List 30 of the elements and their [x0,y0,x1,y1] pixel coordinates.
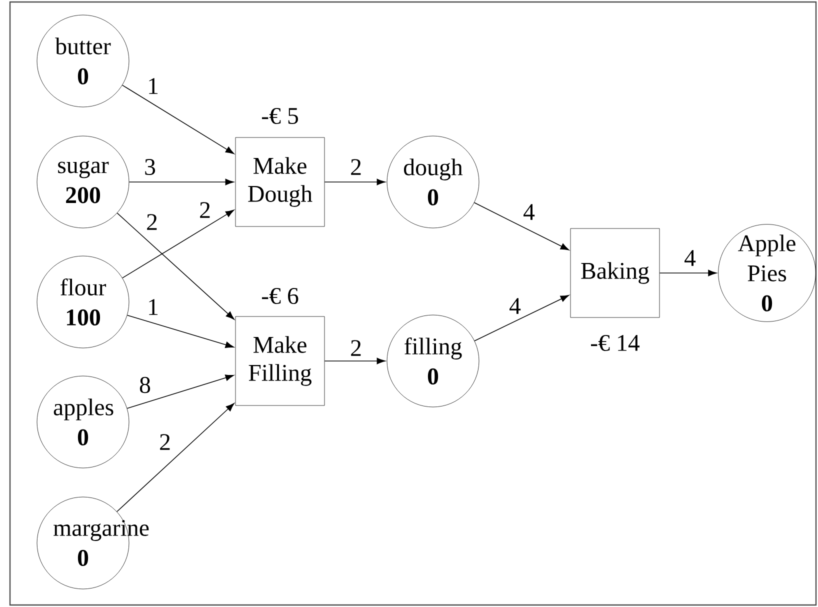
arrow [126,374,234,409]
edge-label: 2 [145,213,159,231]
process-box: Baking [570,228,660,318]
cost-label: -€ 5 [262,108,298,124]
process-box: Make Filling [235,316,325,406]
arrow [474,202,570,250]
edge-label: 2 [158,433,172,451]
edge-label: 4 [522,203,536,221]
edge-label: 4 [508,297,522,315]
edge-label: 3 [143,158,157,176]
arrow [128,178,234,186]
arrow [324,178,386,186]
arrow [116,212,234,320]
arrow [116,403,234,512]
edge-label: 1 [146,298,160,316]
arrow [126,314,234,348]
arrow [474,294,570,342]
cost-label: -€ 6 [262,288,298,304]
arrow [324,358,386,364]
edge-label: 8 [138,376,152,394]
arrow [122,210,234,278]
process-box: Make Dough [235,137,325,227]
edge-label: 4 [683,249,697,267]
edge-label: 2 [349,339,363,357]
edge-label: 2 [349,158,363,176]
arrow [122,84,234,154]
edge-label: 2 [198,201,212,219]
edge-label: 1 [146,77,160,95]
cost-label: -€ 14 [591,334,640,352]
arrow [659,270,717,276]
